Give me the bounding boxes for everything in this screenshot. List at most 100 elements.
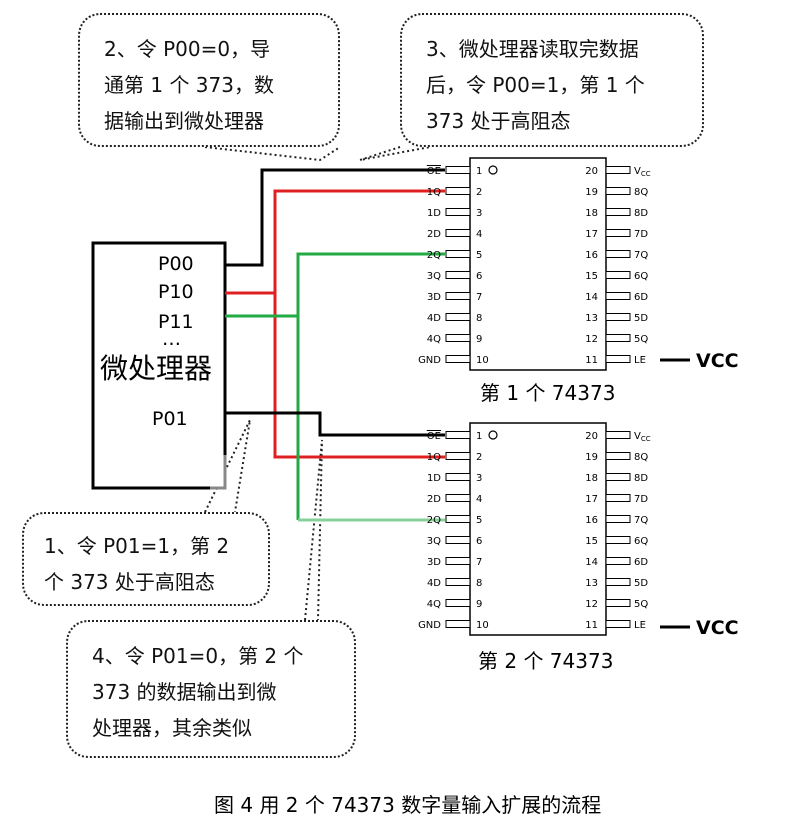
callout-2-line-3: 据输出到微处理器	[104, 109, 264, 133]
left-pin-label: GND	[418, 355, 441, 366]
left-pin	[445, 473, 471, 481]
left-pin-number: 5	[476, 250, 482, 261]
right-pin-number: 11	[585, 355, 598, 366]
left-pin-number: 1	[476, 431, 482, 442]
chip-body	[469, 157, 607, 371]
left-pin-number: 4	[476, 494, 482, 505]
left-pin-label: 4Q	[427, 334, 441, 345]
wire-p10-chip2	[273, 293, 445, 459]
right-pin-number: 17	[585, 494, 598, 505]
right-pin-number: 16	[585, 515, 598, 526]
callout-3-line-3: 373 处于高阻态	[426, 109, 571, 133]
right-pin	[605, 494, 631, 502]
right-pin-label: 7Q	[634, 250, 648, 261]
right-pin-number: 14	[585, 292, 598, 303]
microprocessor-box	[91, 241, 227, 490]
left-pin	[445, 431, 471, 439]
right-pin-number: 18	[585, 208, 598, 219]
right-pin-label: VCC	[634, 166, 651, 178]
pin1-dot	[488, 165, 498, 175]
vcc-subscript: CC	[641, 435, 651, 443]
callout-3-pointer	[359, 146, 431, 161]
right-pin	[605, 515, 631, 523]
pin-ellipsis: …	[162, 328, 181, 350]
pin-p11-label: P11	[158, 311, 194, 333]
left-pin	[445, 515, 471, 523]
right-pin	[605, 250, 631, 258]
left-pin-label: 3Q	[427, 536, 441, 547]
right-pin	[605, 208, 631, 216]
wire-p01	[225, 411, 445, 437]
right-pin-number: 17	[585, 229, 598, 240]
right-pin-label: LE	[634, 355, 646, 366]
left-pin-label: 2Q	[427, 515, 441, 526]
callout-2-line-2: 通第 1 个 373，数	[104, 73, 274, 97]
right-pin-number: 16	[585, 250, 598, 261]
left-pin	[445, 292, 471, 300]
callout-1-line-2: 个 373 处于高阻态	[44, 570, 215, 594]
left-pin-number: 3	[476, 473, 482, 484]
left-pin-label: OE	[427, 431, 441, 442]
vcc-subscript: CC	[641, 170, 651, 178]
right-pin-label: 6D	[634, 557, 648, 568]
wire-p10-chip1	[225, 189, 445, 295]
left-pin-label: 2D	[427, 229, 441, 240]
left-pin-label: 2D	[427, 494, 441, 505]
right-pin-label: 8Q	[634, 452, 648, 463]
left-pin-label: OE	[427, 166, 441, 177]
left-pin	[445, 536, 471, 544]
left-pin-number: 7	[476, 557, 482, 568]
callout-step-3: 3、微处理器读取完数据 后，令 P00=1，第 1 个 373 处于高阻态	[400, 13, 704, 147]
pin1-dot	[488, 430, 498, 440]
callout-step-1: 1、令 P01=1，第 2 个 373 处于高阻态	[22, 512, 270, 606]
right-pin-number: 18	[585, 473, 598, 484]
wire-p00	[225, 168, 445, 267]
callout-4-line-1: 4、令 P01=0，第 2 个	[92, 644, 304, 668]
left-pin	[445, 229, 471, 237]
left-pin	[445, 355, 471, 363]
right-pin-label: 7Q	[634, 515, 648, 526]
right-pin-label: 8Q	[634, 187, 648, 198]
left-pin-number: 8	[476, 578, 482, 589]
callout-4-line-2: 373 的数据输出到微	[92, 680, 277, 704]
left-pin-number: 7	[476, 292, 482, 303]
figure-caption: 图 4 用 2 个 74373 数字量输入扩展的流程	[214, 793, 601, 817]
right-pin-number: 20	[585, 166, 598, 177]
left-pin-number: 10	[476, 620, 489, 631]
left-pin	[445, 166, 471, 174]
left-pin	[445, 620, 471, 628]
left-pin-label: 1Q	[427, 452, 441, 463]
left-pin-number: 2	[476, 452, 482, 463]
mcu-title: 微处理器	[100, 352, 212, 385]
callout-step-2: 2、令 P00=0，导 通第 1 个 373，数 据输出到微处理器	[78, 13, 340, 147]
right-pin-label: 5Q	[634, 334, 648, 345]
left-pin	[445, 334, 471, 342]
right-pin	[605, 578, 631, 586]
right-pin-number: 11	[585, 620, 598, 631]
chip1-caption: 第 1 个 74373	[480, 381, 615, 405]
right-pin	[605, 431, 631, 439]
callout-step-4: 4、令 P01=0，第 2 个 373 的数据输出到微 处理器，其余类似	[66, 620, 356, 758]
right-pin	[605, 271, 631, 279]
right-pin-label: 5D	[634, 313, 648, 324]
right-pin-number: 15	[585, 271, 598, 282]
left-pin-label: GND	[418, 620, 441, 631]
right-pin	[605, 166, 631, 174]
right-pin-number: 19	[585, 452, 598, 463]
left-pin-number: 6	[476, 536, 482, 547]
left-pin-label: 1Q	[427, 187, 441, 198]
left-pin-label: 2Q	[427, 250, 441, 261]
left-pin-number: 8	[476, 313, 482, 324]
right-pin-label: 8D	[634, 473, 648, 484]
right-pin	[605, 452, 631, 460]
left-pin	[445, 557, 471, 565]
left-pin	[445, 494, 471, 502]
left-pin-number: 1	[476, 166, 482, 177]
left-pin-label: 3D	[427, 292, 441, 303]
right-pin-label: 7D	[634, 229, 648, 240]
right-pin	[605, 187, 631, 195]
left-pin-number: 5	[476, 515, 482, 526]
left-pin	[445, 187, 471, 195]
